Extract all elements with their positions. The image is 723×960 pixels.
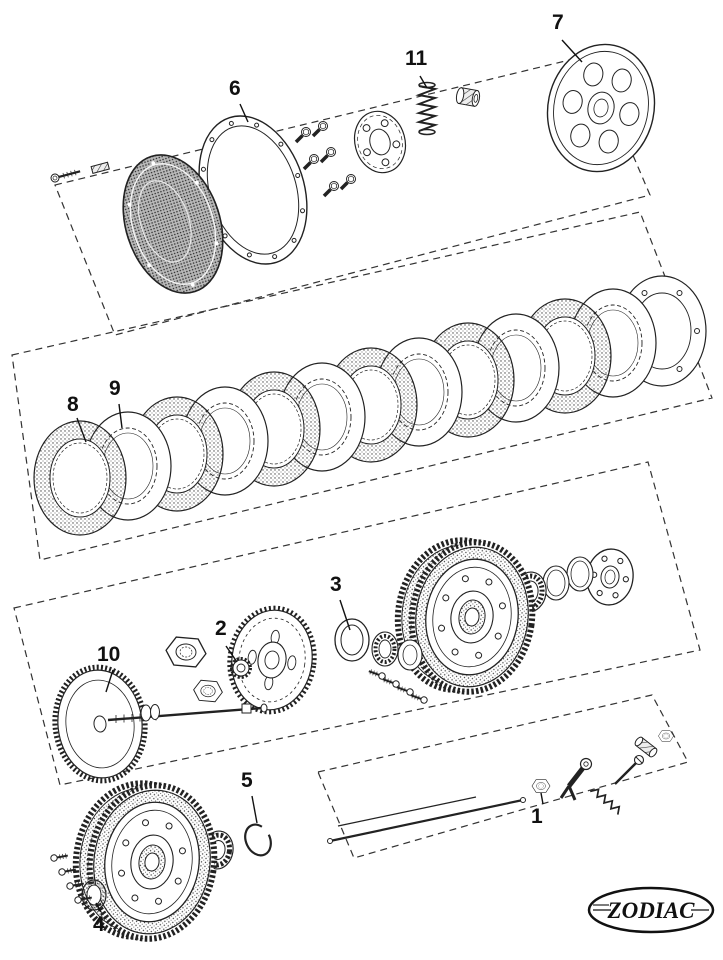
pushrods-drawing <box>327 796 526 844</box>
rod-collar-drawing <box>140 704 160 722</box>
spacer-ring-drawing <box>334 618 370 662</box>
derby-cover-drawing <box>122 154 224 294</box>
zodiac-logo: ZODIAC <box>585 884 717 936</box>
roller-bearing-drawing <box>397 639 423 671</box>
cover-screw-drawing <box>50 169 81 183</box>
spring-washer-drawing <box>542 565 570 601</box>
adjuster-nut-drawing <box>164 635 208 669</box>
group-outline-boxes <box>11 54 713 859</box>
hub-screws-drawing <box>366 667 430 706</box>
part-label-5: 5 <box>241 769 253 792</box>
part-label-1: 1 <box>531 805 543 828</box>
part-label-6: 6 <box>229 77 241 100</box>
zodiac-logo-graphic: ZODIAC <box>587 886 715 934</box>
clutch-spring-drawing <box>415 81 439 136</box>
leader-lines <box>76 39 583 913</box>
snap-ring-drawing <box>244 823 272 857</box>
spring-retainer-plate-drawing <box>353 110 407 174</box>
part-label-10: 10 <box>97 643 121 666</box>
release-lever-drawing <box>559 757 593 801</box>
zodiac-logo-text: ZODIAC <box>607 898 696 923</box>
clutch-shell-drawing <box>394 537 536 695</box>
part-label-11: 11 <box>405 47 428 70</box>
cap-nut-drawing <box>658 730 674 742</box>
part-label-8: 8 <box>67 393 79 416</box>
part-label-7: 7 <box>552 11 564 34</box>
part-label-9: 9 <box>109 377 121 400</box>
top-group-outline <box>54 54 651 336</box>
clutch-drum-drawing <box>72 780 218 942</box>
dowel-pin-drawing <box>90 161 110 174</box>
friction-plate-drawing <box>33 420 127 536</box>
part-label-2: 2 <box>215 617 227 640</box>
adjusting-screw-drawing <box>614 754 645 785</box>
releasing-disc-drawing <box>52 664 148 784</box>
lock-nut-drawing <box>192 679 224 703</box>
derby-gasket-drawing <box>198 115 308 265</box>
stud-drawing <box>634 736 658 758</box>
adjuster-small-nut-drawing <box>531 779 551 793</box>
clutch-plate-stack-drawing <box>33 275 707 536</box>
spring-collar-drawing <box>455 87 481 107</box>
release-spring-drawing <box>589 788 621 815</box>
plate-stack-outline <box>11 211 713 561</box>
lock-washer-drawing <box>230 657 252 679</box>
part-label-4: 4 <box>93 913 105 936</box>
hub-group-outline <box>13 461 701 786</box>
oil-seal-drawing <box>81 879 107 911</box>
part-label-3: 3 <box>330 573 342 596</box>
hub-flange-drawing <box>586 548 634 606</box>
pressure-plate-drawing <box>546 43 656 173</box>
pushrod-group-outline <box>317 694 689 859</box>
thrust-washer-drawing <box>566 556 594 592</box>
bearing-race-drawing <box>371 631 399 667</box>
zodiac-logo-oval <box>587 886 715 934</box>
